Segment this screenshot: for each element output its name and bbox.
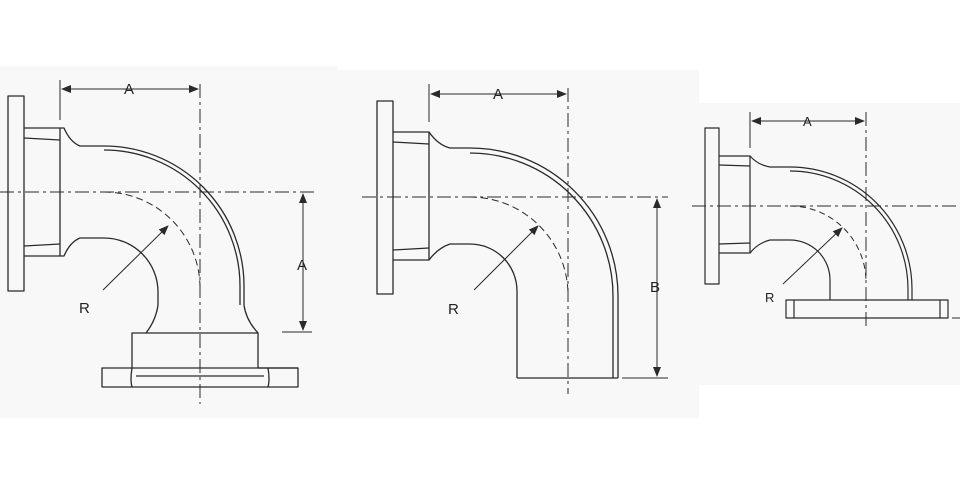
label-dim-a-top: A [124,81,134,98]
bottom-flange [785,299,949,319]
radius-leader [102,225,169,291]
radius-leader [782,227,843,285]
radius-leader [473,225,539,291]
left-flange [7,95,61,292]
left-hub [60,127,104,257]
panel-3-background [699,103,960,385]
label-dim-a-top: A [493,86,503,103]
panel-1-flanged-elbow [0,80,318,404]
outer-bend [469,147,619,378]
inner-bend [789,239,831,300]
label-dim-b-side: B [650,279,660,296]
label-dim-a-side: A [297,257,307,274]
bottom-hub [145,304,259,334]
label-dim-a-top: A [803,114,812,129]
panel-2-flange-tube-elbow [362,84,668,394]
bend-centerline-arc [789,205,867,283]
bend-centerline-arc [469,196,569,296]
panel-3-flanged-elbow-small [692,112,960,330]
panel-1-background [0,66,337,418]
left-hub [749,155,790,254]
inner-bend [103,237,159,305]
inner-bend [469,243,518,378]
left-hub [428,131,470,261]
outer-bend [103,145,245,305]
label-radius: R [448,301,459,318]
panel-2-background [337,70,699,418]
label-radius: R [79,300,90,317]
label-radius: R [765,290,774,305]
